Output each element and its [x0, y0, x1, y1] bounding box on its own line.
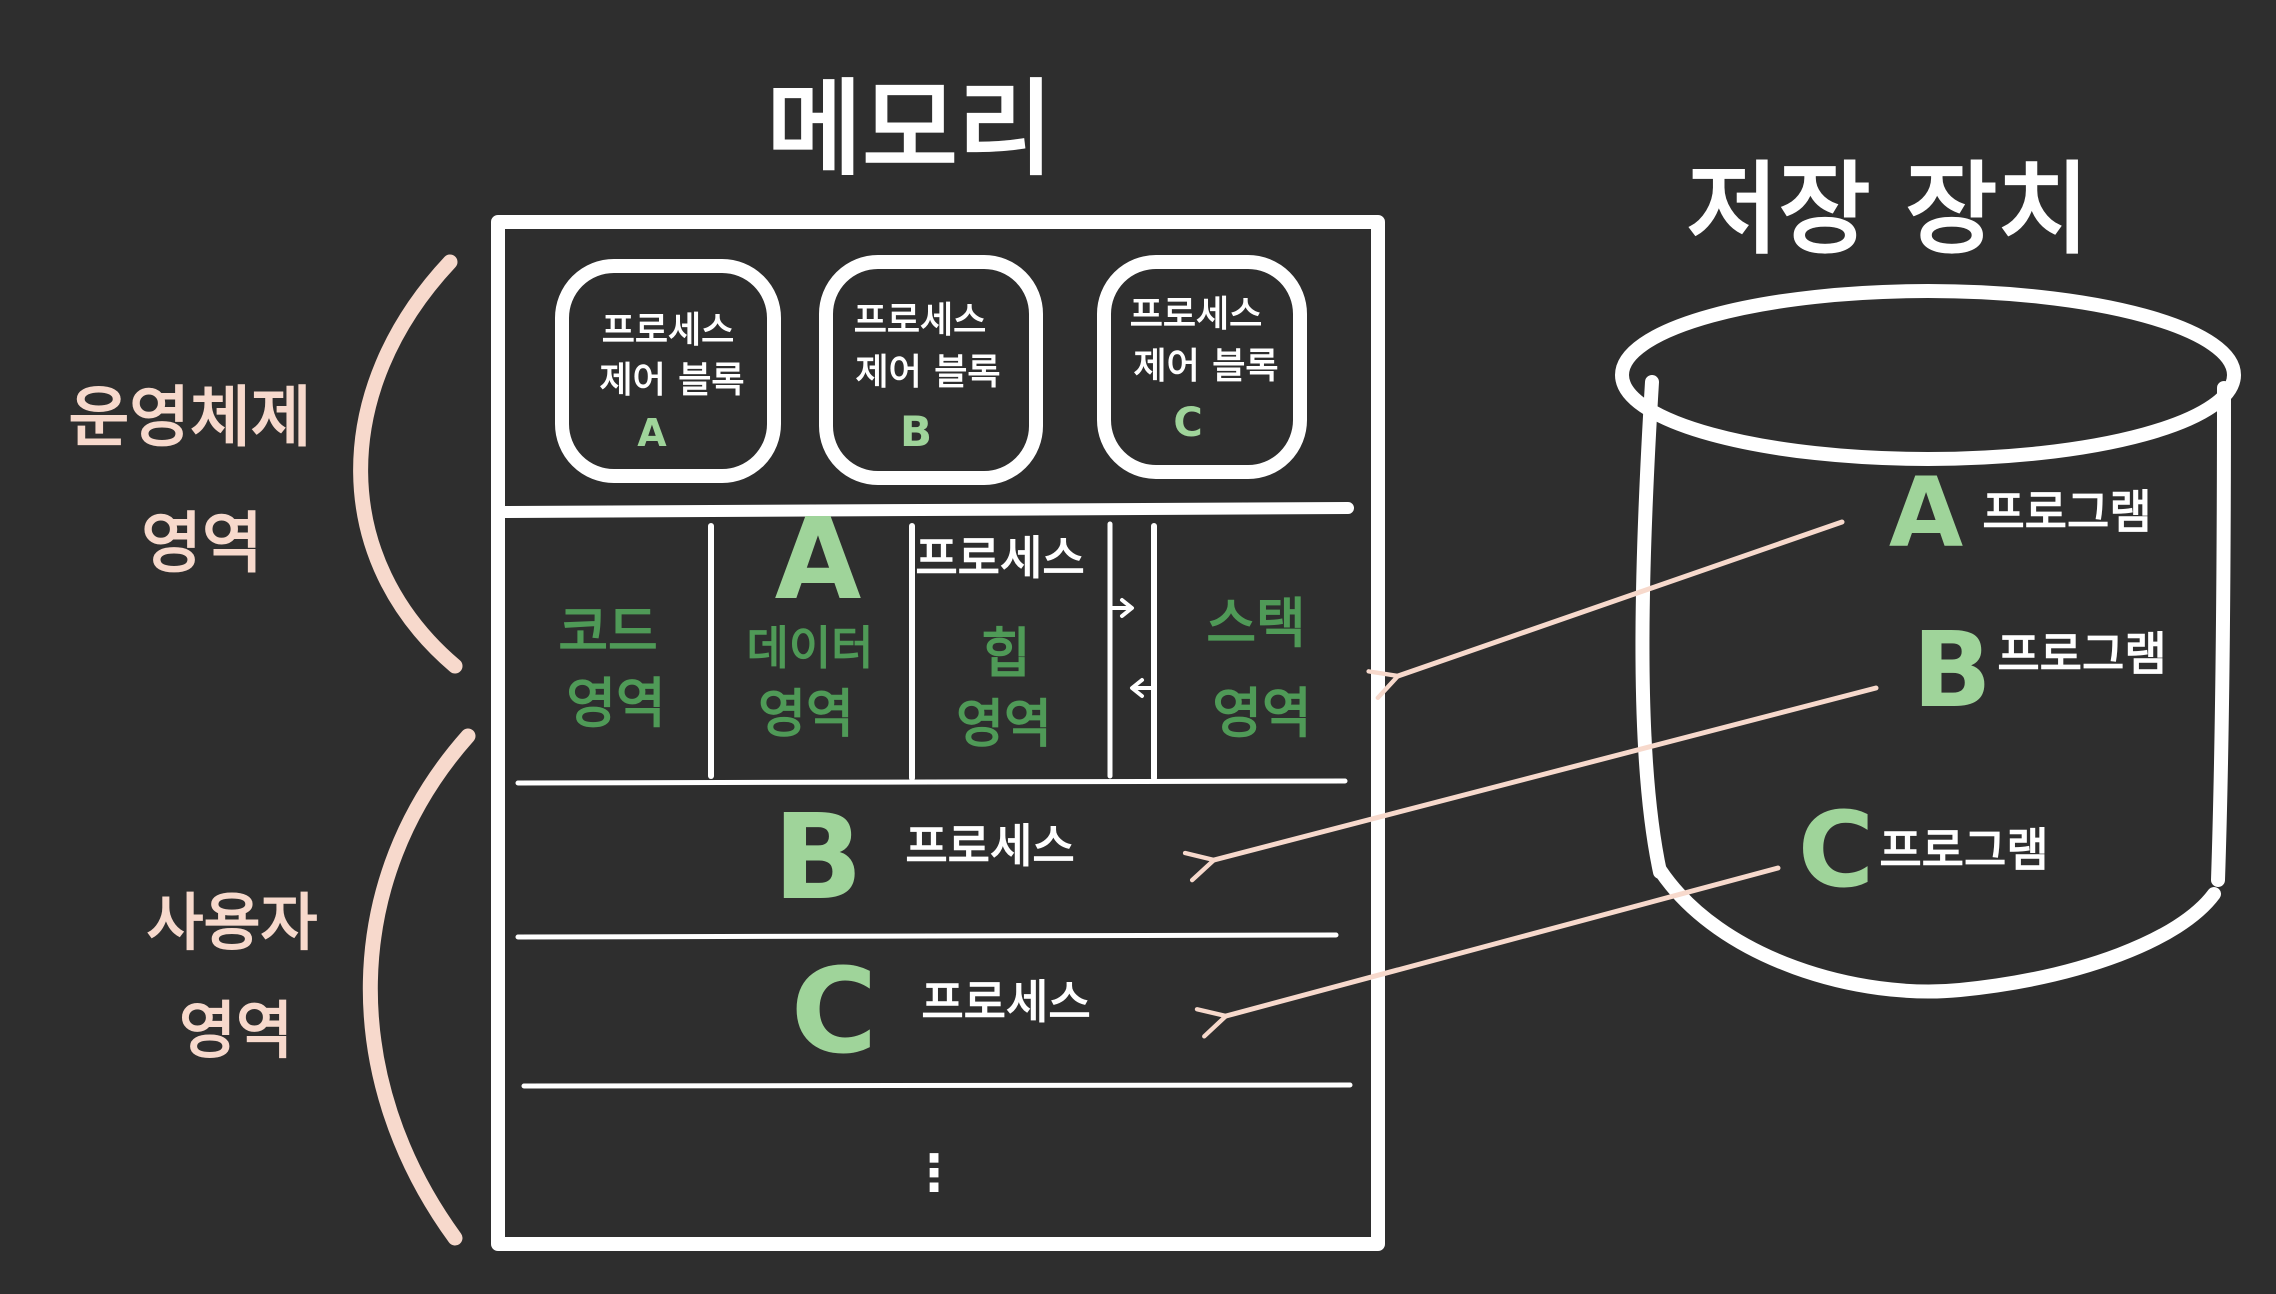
stack-growth-arrow-icon [1130, 678, 1154, 698]
storage-cylinder [1615, 284, 2241, 999]
load-arrow-a [1366, 519, 1845, 701]
pcb-a-id: A [637, 411, 667, 455]
user-region-label-2: 영역 [179, 994, 293, 1067]
os-user-divider [499, 502, 1354, 518]
process-c-divider [521, 1082, 1353, 1089]
program-a-label: 프로그램 [1982, 485, 2151, 539]
process-a-letter: A [775, 495, 862, 625]
user-region-brace [362, 728, 476, 1246]
memory-title: 메모리 [766, 68, 1053, 190]
pcb-a-label-2: 제어 블록 [599, 360, 744, 401]
cylinder-top [1615, 284, 2241, 466]
load-arrow-b [1182, 685, 1879, 883]
program-b-label: 프로그램 [1997, 627, 2166, 681]
process-c-letter: C [791, 942, 878, 1080]
pcb-c: 프로세스 제어 블록 C [1097, 255, 1307, 479]
program-c-label: 프로그램 [1879, 823, 2048, 877]
pcb-a-box [555, 259, 781, 483]
cylinder-left-side [1635, 375, 1667, 879]
pcb-c-id: C [1173, 400, 1202, 446]
program-c-letter: C [1798, 789, 1874, 911]
more-processes-ellipsis: ⋮ [909, 1144, 959, 1202]
stack-segment-label-2: 영역 [1212, 682, 1311, 745]
pcb-b-box [819, 255, 1043, 485]
code-segment-label-2: 영역 [566, 672, 665, 735]
process-b-divider [515, 932, 1339, 940]
os-region-label-2: 영역 [141, 505, 262, 582]
data-segment-label-2: 영역 [758, 685, 854, 745]
data-segment-label-1: 데이터 [747, 621, 874, 675]
process-b-label: 프로세스 [905, 819, 1074, 873]
code-segment-label-1: 코드 [558, 600, 657, 663]
user-region-label-1: 사용자 [146, 886, 317, 959]
stack-segment-label-1: 스택 [1206, 592, 1305, 655]
cylinder-bottom [1653, 863, 2221, 999]
pcb-c-label-2: 제어 블록 [1133, 346, 1278, 387]
pcb-c-label-1: 프로세스 [1130, 294, 1262, 335]
pcb-b-label-2: 제어 블록 [855, 352, 1000, 393]
memory-box [491, 215, 1385, 1251]
os-region-label-1: 운영체제 [69, 379, 312, 456]
heap-segment-label-1: 힙 [981, 622, 1031, 685]
heap-segment-label-2: 영역 [956, 695, 1052, 755]
process-a-label: 프로세스 [915, 531, 1084, 585]
pcb-b: 프로세스 제어 블록 B [819, 255, 1043, 485]
pcb-a: 프로세스 제어 블록 A [555, 259, 781, 483]
pcb-a-label-1: 프로세스 [602, 310, 734, 351]
os-region-brace [353, 254, 463, 674]
pcb-b-label-1: 프로세스 [854, 300, 986, 341]
program-b-letter: B [1912, 609, 1991, 731]
process-c-label: 프로세스 [921, 975, 1090, 1029]
heap-growth-arrow-icon [1110, 598, 1134, 618]
pcb-c-box [1097, 255, 1307, 479]
pcb-b-id: B [900, 407, 932, 456]
storage-title: 저장 장치 [1687, 151, 2090, 268]
process-a-divider [515, 778, 1348, 786]
process-b-letter: B [773, 788, 863, 926]
program-a-letter: A [1889, 457, 1963, 569]
load-arrow-c [1194, 865, 1781, 1039]
cylinder-right-side [2211, 381, 2231, 887]
